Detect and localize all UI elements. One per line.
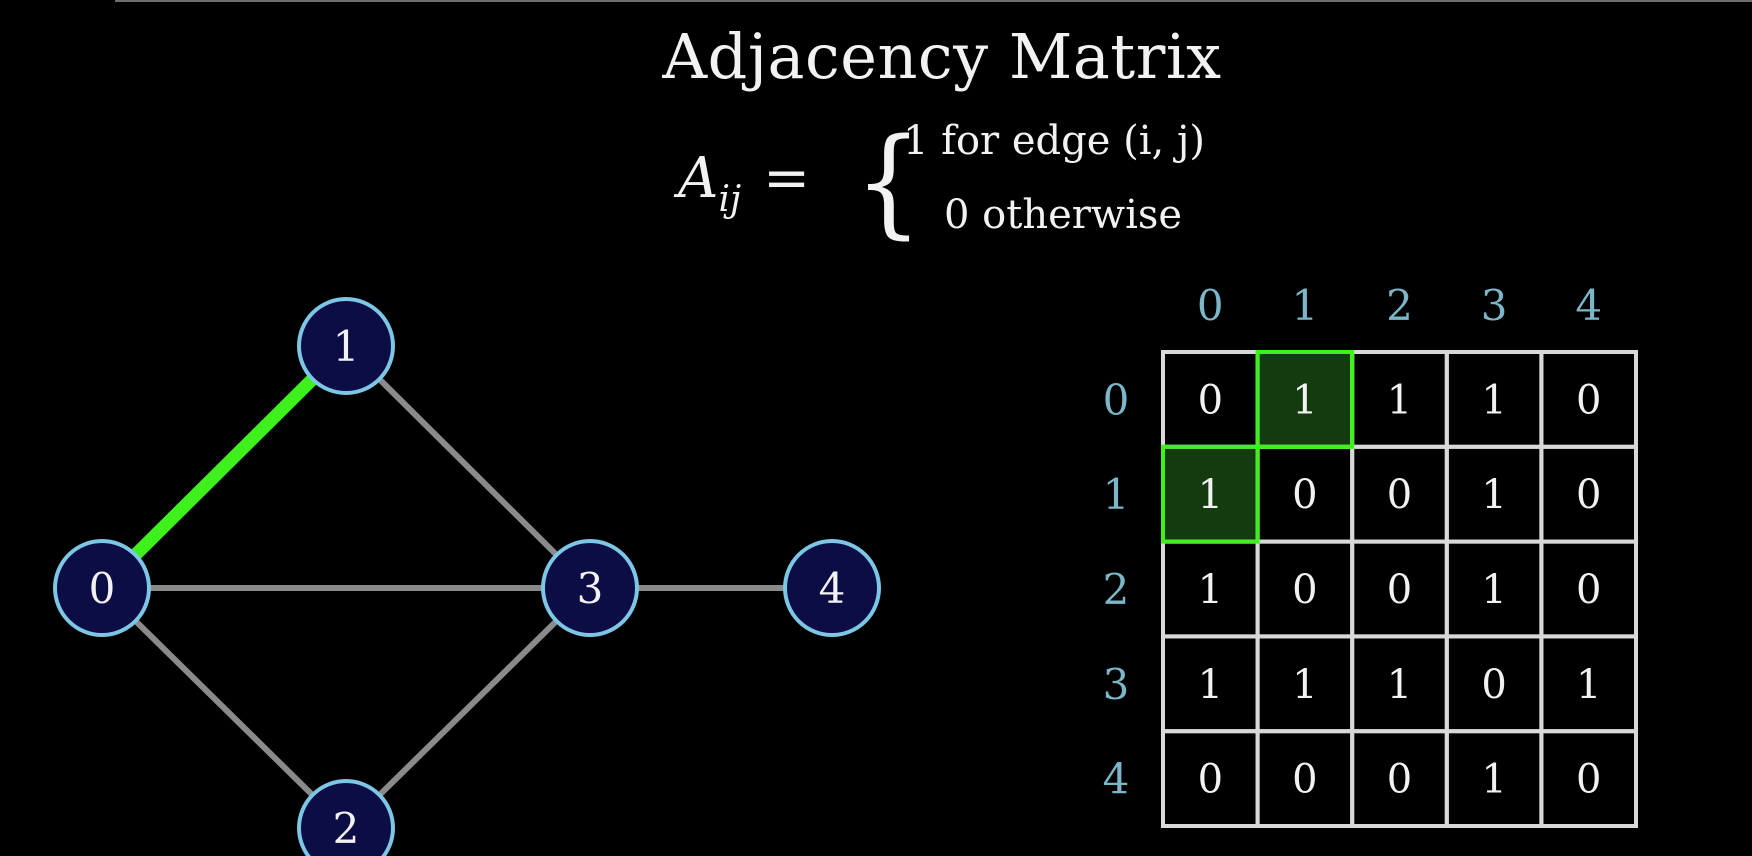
node-circle [783,539,881,637]
matrix-value-0-0: 0 [1198,377,1223,423]
graph-node-2: 2 [297,779,395,856]
col-label-4: 4 [1575,281,1602,330]
matrix-value-3-4: 1 [1576,662,1601,708]
matrix-value-3-0: 1 [1198,662,1223,708]
node-circle [297,297,395,395]
matrix-value-2-4: 0 [1576,567,1601,613]
edge-0-2 [99,585,349,831]
formula-brace: { [854,112,923,250]
matrix-value-1-0: 1 [1198,472,1223,518]
formula-lhs: Aij = [678,146,811,220]
node-label: 1 [333,322,360,371]
col-label-3: 3 [1481,281,1508,330]
graph-node-3: 3 [541,539,639,637]
formula-subscript: ij [718,179,742,220]
col-label-0: 0 [1197,281,1224,330]
formula-symbol: A [678,146,719,211]
node-label: 2 [333,804,360,853]
matrix-value-3-2: 1 [1387,662,1412,708]
formula-case-edge: 1 for edge (i, j) [903,118,1205,164]
matrix-value-0-4: 0 [1576,377,1601,423]
node-label: 0 [89,564,116,613]
matrix-value-4-3: 1 [1481,757,1506,803]
matrix-value-4-4: 0 [1576,757,1601,803]
top-rule [115,0,1752,2]
node-circle [297,779,395,856]
matrix-value-1-3: 1 [1481,472,1506,518]
edge-0-1-highlighted [97,341,351,593]
graph-node-1: 1 [297,297,395,395]
matrix-value-0-2: 1 [1387,377,1412,423]
matrix-value-4-2: 0 [1387,757,1412,803]
matrix-value-3-3: 0 [1481,662,1506,708]
matrix-value-1-1: 0 [1292,472,1317,518]
matrix-value-0-1: 1 [1292,377,1317,423]
matrix-value-1-4: 0 [1576,472,1601,518]
row-label-3: 3 [1103,660,1130,709]
row-label-0: 0 [1103,375,1130,424]
node-label: 4 [819,564,846,613]
matrix-value-0-3: 1 [1481,377,1506,423]
matrix-value-2-1: 0 [1292,567,1317,613]
matrix-cell-highlight-0-1 [1255,350,1355,449]
matrix-value-1-2: 0 [1387,472,1412,518]
row-label-2: 2 [1103,565,1130,614]
edge-2-3 [343,585,593,831]
node-label: 3 [577,564,604,613]
row-label-4: 4 [1103,755,1130,804]
col-label-2: 2 [1386,281,1413,330]
graph-node-4: 4 [783,539,881,637]
matrix-value-2-2: 0 [1387,567,1412,613]
matrix-value-4-0: 0 [1198,757,1223,803]
graph-node-0: 0 [53,539,151,637]
page-title: Adjacency Matrix [662,20,1222,93]
formula-case-otherwise: 0 otherwise [944,192,1183,238]
formula-equals: = [763,146,811,211]
matrix-value-2-0: 1 [1198,567,1223,613]
matrix-cell-4-4 [1539,729,1639,829]
matrix-cell-highlight-1-0 [1161,444,1260,544]
row-label-1: 1 [1103,470,1130,519]
node-circle [541,539,639,637]
matrix-value-3-1: 1 [1292,662,1317,708]
col-label-1: 1 [1292,281,1319,330]
matrix-value-2-3: 1 [1481,567,1506,613]
node-circle [53,539,151,637]
edge-1-3 [343,343,593,591]
matrix-value-4-1: 0 [1292,757,1317,803]
